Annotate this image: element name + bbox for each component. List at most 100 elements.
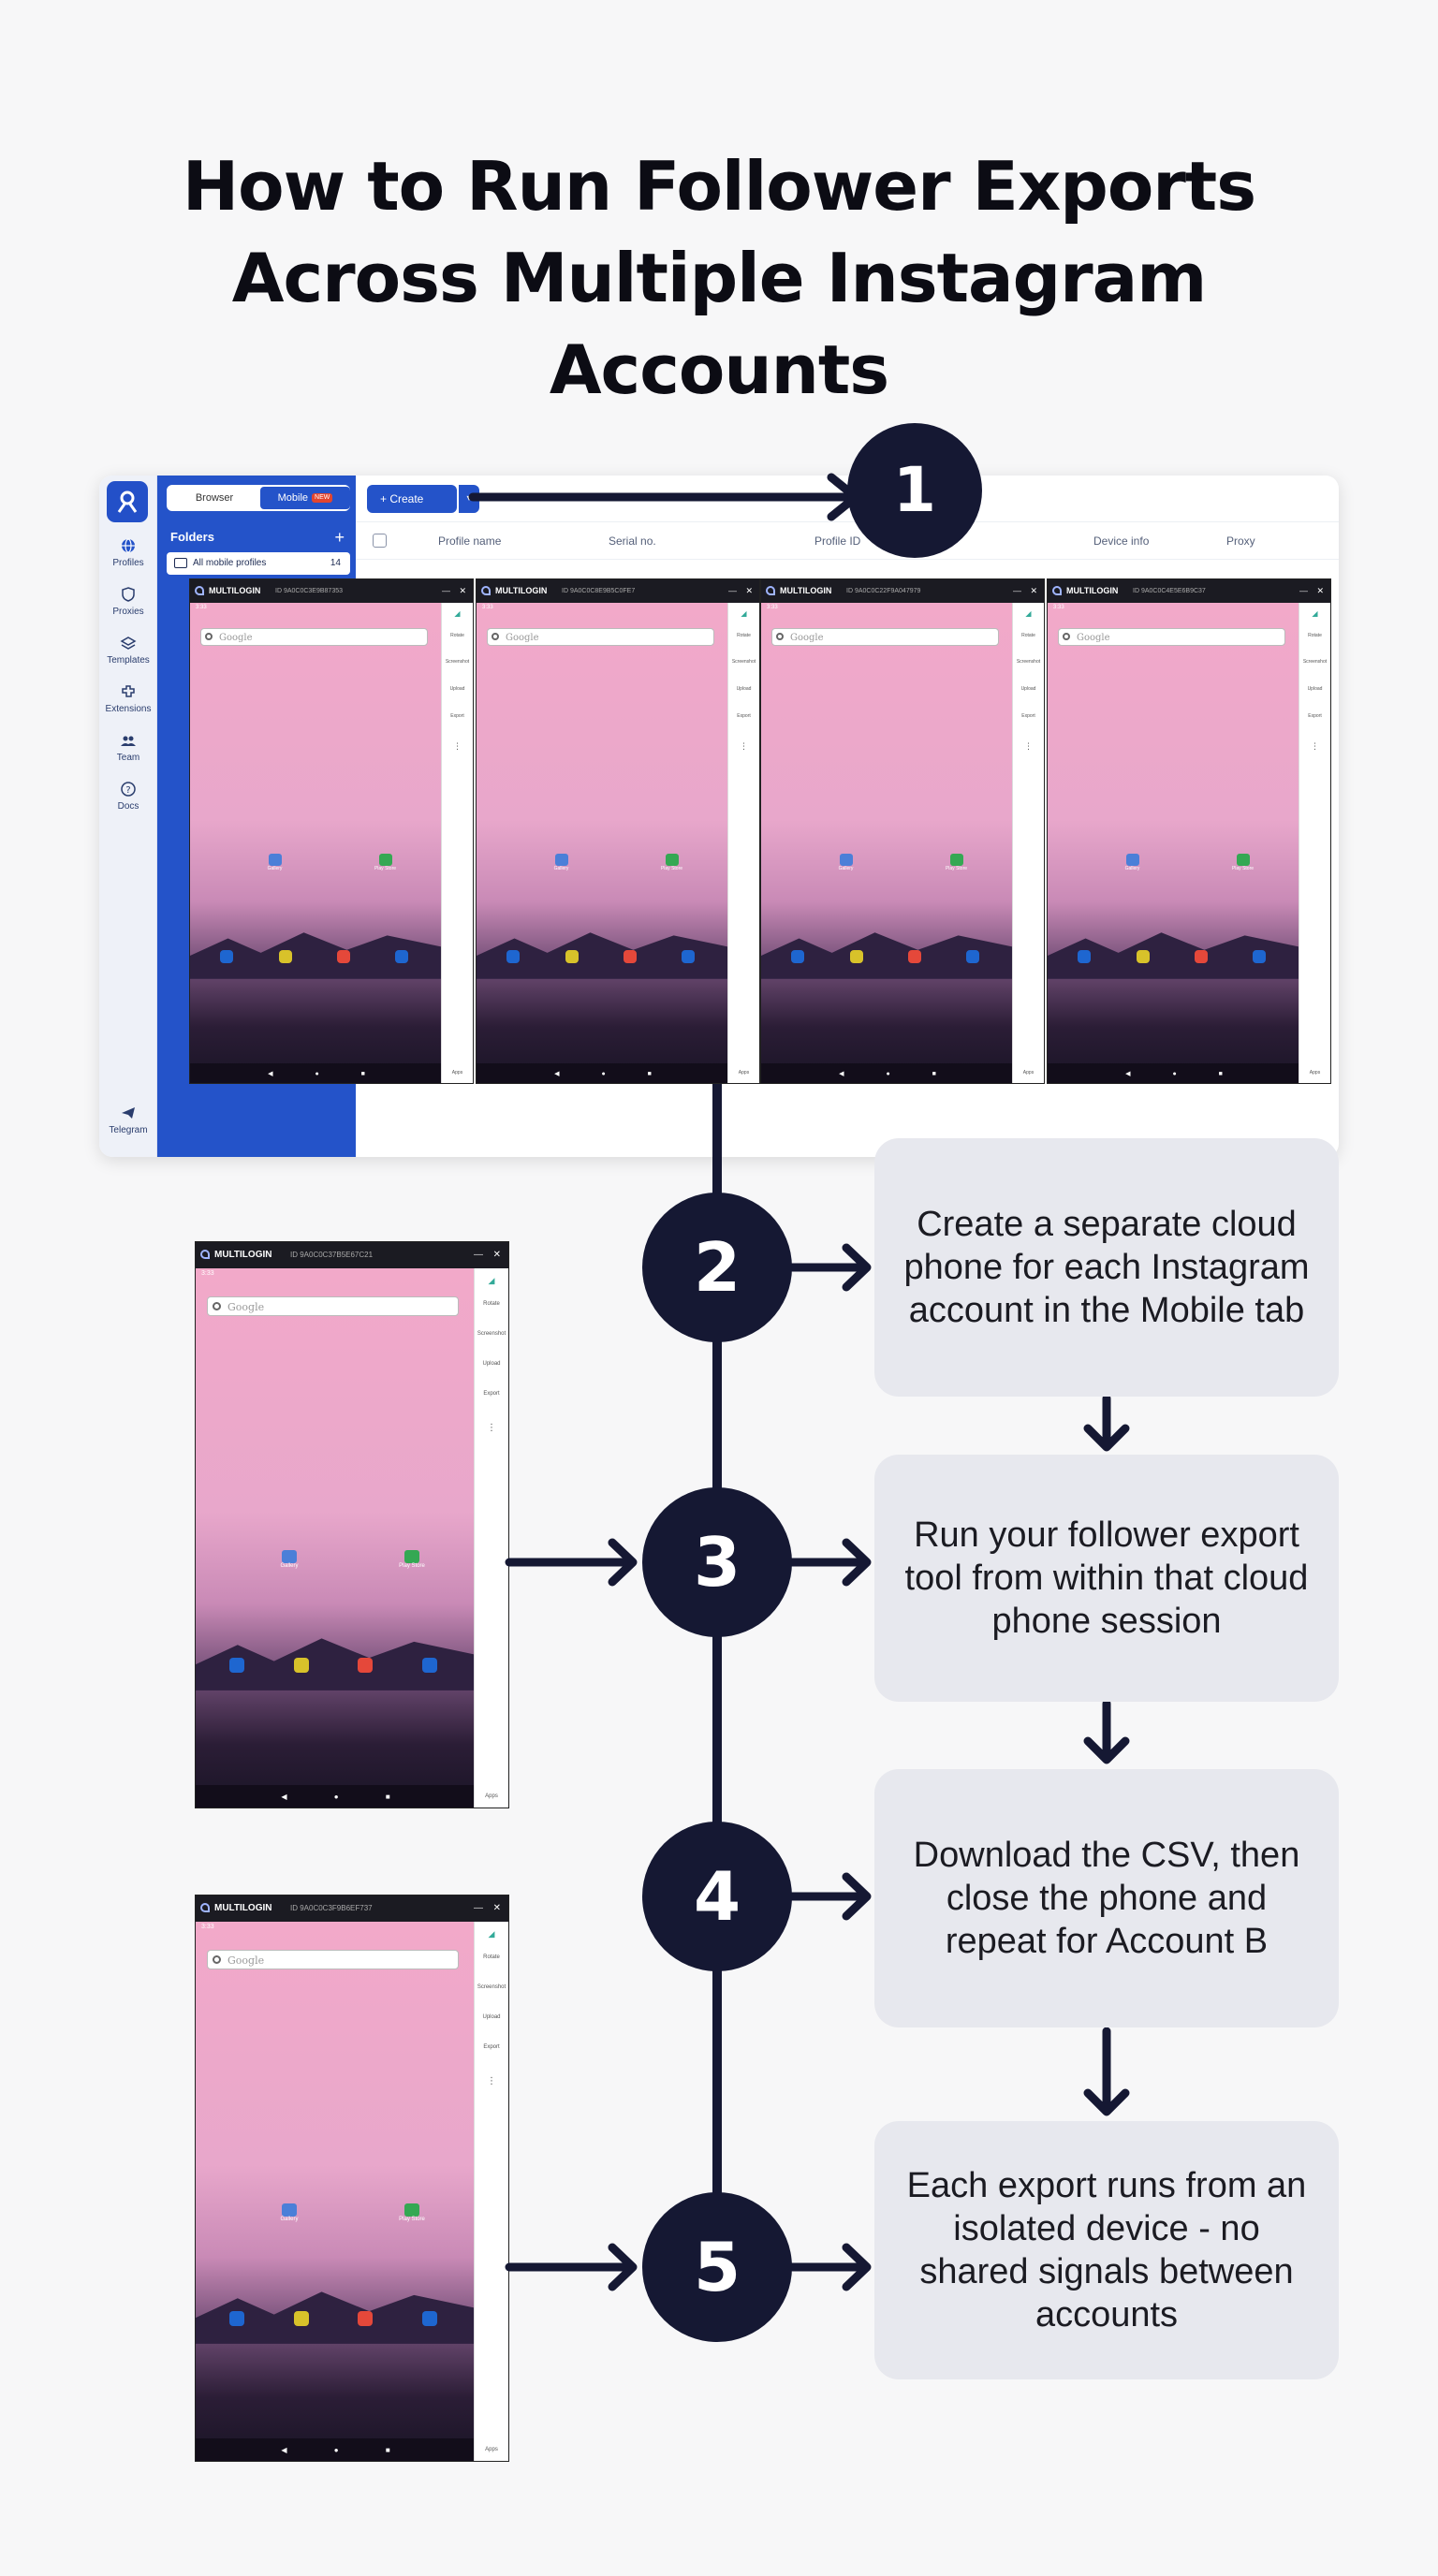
nav-home-button[interactable]: ● [601, 1071, 606, 1077]
chrome-icon[interactable] [358, 2311, 373, 2326]
gallery-app[interactable]: Gallery [832, 854, 859, 871]
more-options-button[interactable]: ⋮ [1024, 741, 1033, 751]
playstore-app[interactable]: Play Store [943, 854, 970, 871]
side-tool-rotate[interactable]: Rotate [1013, 633, 1044, 638]
gallery-app[interactable]: Gallery [274, 2203, 304, 2222]
google-search-bar[interactable]: Google [1058, 628, 1285, 646]
side-tool-screenshot[interactable]: Screenshot [1299, 659, 1330, 665]
side-tool-export[interactable]: Export [1299, 713, 1330, 719]
side-tool-screenshot[interactable]: Screenshot [475, 1331, 508, 1337]
nav-back-button[interactable]: ◀ [1125, 1071, 1131, 1077]
gallery-app[interactable]: Gallery [1119, 854, 1146, 871]
side-tool-upload[interactable]: Upload [475, 1361, 508, 1367]
side-tool-rotate[interactable]: Rotate [728, 633, 759, 638]
side-tool-upload[interactable]: Upload [1013, 686, 1044, 692]
more-options-button[interactable]: ⋮ [1311, 741, 1319, 751]
side-tool-upload[interactable]: Upload [442, 686, 473, 692]
nav-home-button[interactable]: ● [333, 1793, 339, 1801]
apps-button[interactable]: Apps [1299, 1070, 1330, 1076]
notes-icon[interactable] [294, 2311, 309, 2326]
side-tool-export[interactable]: Export [475, 2044, 508, 2050]
nav-docs[interactable]: ? Docs [99, 781, 157, 812]
nav-home-button[interactable]: ● [315, 1071, 319, 1077]
google-search-bar[interactable]: Google [200, 628, 428, 646]
google-search-bar[interactable]: Google [207, 1296, 459, 1316]
create-button[interactable]: + Create [367, 485, 457, 513]
playstore-app[interactable]: Play Store [397, 2203, 427, 2222]
more-options-button[interactable]: ⋮ [487, 2076, 496, 2086]
nav-recent-button[interactable]: ■ [385, 2446, 390, 2454]
nav-home-button[interactable]: ● [886, 1071, 890, 1077]
more-options-button[interactable]: ⋮ [453, 741, 462, 751]
nav-recent-button[interactable]: ■ [385, 1793, 390, 1801]
nav-back-button[interactable]: ◀ [281, 1793, 287, 1801]
side-tool-export[interactable]: Export [1013, 713, 1044, 719]
nav-recent-button[interactable]: ■ [932, 1071, 936, 1077]
minimize-button[interactable]: — [442, 586, 450, 595]
google-search-bar[interactable]: Google [771, 628, 999, 646]
camera-icon[interactable] [966, 950, 979, 963]
phone-icon[interactable] [229, 2311, 244, 2326]
side-tool-rotate[interactable]: Rotate [442, 633, 473, 638]
close-button[interactable]: ✕ [459, 586, 466, 595]
nav-recent-button[interactable]: ■ [647, 1071, 652, 1077]
side-tool-rotate[interactable]: Rotate [1299, 633, 1330, 638]
nav-team[interactable]: Team [99, 732, 157, 763]
more-options-button[interactable]: ⋮ [487, 1423, 496, 1433]
close-button[interactable]: ✕ [492, 1903, 501, 1913]
nav-profiles[interactable]: Profiles [99, 537, 157, 568]
minimize-button[interactable]: — [1013, 586, 1021, 595]
google-search-bar[interactable]: Google [207, 1950, 459, 1969]
gallery-app[interactable]: Gallery [548, 854, 575, 871]
chrome-icon[interactable] [624, 950, 637, 963]
close-button[interactable]: ✕ [1316, 586, 1324, 595]
nav-templates[interactable]: Templates [99, 635, 157, 666]
chrome-icon[interactable] [358, 1658, 373, 1673]
phone-icon[interactable] [229, 1658, 244, 1673]
chrome-icon[interactable] [908, 950, 921, 963]
chrome-icon[interactable] [1195, 950, 1208, 963]
nav-back-button[interactable]: ◀ [554, 1071, 560, 1077]
nav-back-button[interactable]: ◀ [281, 2446, 287, 2454]
nav-proxies[interactable]: Proxies [99, 586, 157, 617]
nav-home-button[interactable]: ● [333, 2446, 339, 2454]
select-all-checkbox[interactable] [373, 534, 387, 548]
apps-button[interactable]: Apps [1013, 1070, 1044, 1076]
nav-back-button[interactable]: ◀ [268, 1071, 273, 1077]
playstore-app[interactable]: Play Store [1229, 854, 1256, 871]
side-tool-screenshot[interactable]: Screenshot [1013, 659, 1044, 665]
chrome-icon[interactable] [337, 950, 350, 963]
phone-icon[interactable] [220, 950, 233, 963]
nav-home-button[interactable]: ● [1172, 1071, 1177, 1077]
playstore-app[interactable]: Play Store [397, 1550, 427, 1569]
minimize-button[interactable]: — [474, 1250, 483, 1260]
camera-icon[interactable] [395, 950, 408, 963]
camera-icon[interactable] [682, 950, 695, 963]
nav-telegram[interactable]: Telegram [99, 1105, 157, 1135]
side-tool-export[interactable]: Export [728, 713, 759, 719]
minimize-button[interactable]: — [474, 1903, 483, 1913]
notes-icon[interactable] [294, 1658, 309, 1673]
add-folder-button[interactable]: + [334, 528, 345, 547]
side-tool-screenshot[interactable]: Screenshot [442, 659, 473, 665]
phone-icon[interactable] [791, 950, 804, 963]
side-tool-upload[interactable]: Upload [475, 2014, 508, 2020]
notes-icon[interactable] [279, 950, 292, 963]
playstore-app[interactable]: Play Store [372, 854, 399, 871]
nav-extensions[interactable]: Extensions [99, 683, 157, 714]
phone-icon[interactable] [1078, 950, 1091, 963]
gallery-app[interactable]: Gallery [274, 1550, 304, 1569]
apps-button[interactable]: Apps [475, 2447, 508, 2452]
more-options-button[interactable]: ⋮ [740, 741, 748, 751]
side-tool-rotate[interactable]: Rotate [475, 1301, 508, 1307]
folder-item-all[interactable]: All mobile profiles 14 [167, 552, 350, 575]
notes-icon[interactable] [1137, 950, 1150, 963]
side-tool-upload[interactable]: Upload [1299, 686, 1330, 692]
playstore-app[interactable]: Play Store [658, 854, 685, 871]
side-tool-screenshot[interactable]: Screenshot [475, 1984, 508, 1990]
